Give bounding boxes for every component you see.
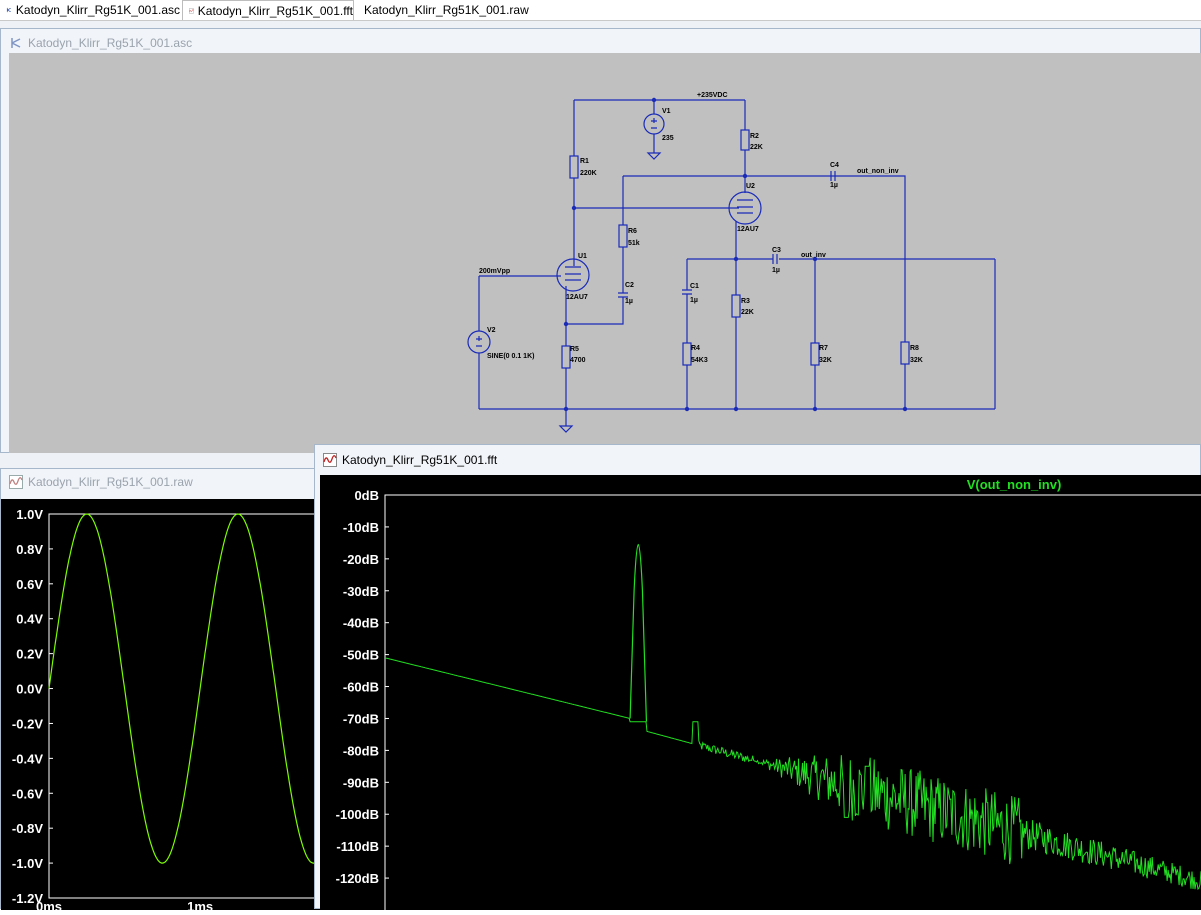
value-r3: 22K <box>741 309 754 316</box>
raw-plot-canvas[interactable]: 1.0V 0.8V 0.6V 0.4V 0.2V 0.0V -0.2V -0.4V -0.6V -… <box>1 499 324 914</box>
window-title-bar[interactable]: Katodyn_Klirr_Rg51K_001.asc <box>1 29 1200 57</box>
y-tick-label: -30dB <box>343 584 379 599</box>
plot-frame <box>384 494 1201 913</box>
schematic-drawing: +235VDC V1 235 R2 22K R1 220K C4 1µ out_… <box>467 92 996 433</box>
label-r6: R6 <box>628 228 637 235</box>
label-v2: V2 <box>487 327 496 334</box>
window-title: Katodyn_Klirr_Rg51K_001.raw <box>28 475 193 489</box>
net-label-out-non-inv: out_non_inv <box>857 168 899 175</box>
value-r8: 32K <box>910 357 923 364</box>
x-tick-label: 1ms <box>187 899 213 910</box>
raw-plot-window[interactable]: Katodyn_Klirr_Rg51K_001.raw 1.0V 0.8V 0.6V… <box>0 468 324 914</box>
y-tick-label: 0.0V <box>16 682 43 697</box>
label-u2: U2 <box>746 183 755 190</box>
value-r5: 4700 <box>570 357 586 364</box>
waveform-icon <box>323 453 337 467</box>
value-r4: 54K3 <box>691 357 708 364</box>
window-title: Katodyn_Klirr_Rg51K_001.asc <box>28 36 193 50</box>
window-title-bar[interactable]: Katodyn_Klirr_Rg51K_001.raw <box>1 469 319 495</box>
y-tick-label: -10dB <box>343 520 379 535</box>
y-tick-label: -0.2V <box>12 716 43 731</box>
value-u1: 12AU7 <box>566 294 588 301</box>
value-r2: 22K <box>750 144 763 151</box>
y-tick-label: -80dB <box>343 743 379 758</box>
label-v1: V1 <box>662 108 671 115</box>
label-c4: C4 <box>830 162 839 169</box>
label-r7: R7 <box>819 345 828 352</box>
label-r1: R1 <box>580 158 589 165</box>
raw-plot: 1.0V 0.8V 0.6V 0.4V 0.2V 0.0V -0.2V -0.4V -0.6V -… <box>12 507 324 914</box>
y-tick-label: -70dB <box>343 711 379 726</box>
value-u2: 12AU7 <box>737 226 759 233</box>
label-r4: R4 <box>691 345 700 352</box>
value-r6: 51k <box>628 240 640 247</box>
document-tab-bar: Katodyn_Klirr_Rg51K_001.asc Katodyn_Klir… <box>0 0 1201 21</box>
schematic-icon <box>6 7 11 13</box>
value-v1: 235 <box>662 135 674 142</box>
y-tick-label: 1.0V <box>16 507 43 522</box>
y-tick-label: -40dB <box>343 616 379 631</box>
label-r8: R8 <box>910 345 919 352</box>
x-tick-label: 0ms <box>36 899 62 910</box>
label-r3: R3 <box>741 298 750 305</box>
y-tick-label: -0.6V <box>12 786 43 801</box>
y-tick-label: -20dB <box>343 552 379 567</box>
tab-label: Katodyn_Klirr_Rg51K_001.asc <box>15 3 180 17</box>
window-title-bar[interactable]: Katodyn_Klirr_Rg51K_001.fft <box>315 445 1200 475</box>
tab-fft[interactable]: Katodyn_Klirr_Rg51K_001.fft <box>182 0 354 20</box>
series-line <box>384 657 1201 891</box>
schematic-window[interactable]: Katodyn_Klirr_Rg51K_001.asc <box>0 28 1201 453</box>
trace-title: V(out_non_inv) <box>967 477 1062 492</box>
value-v2: SINE(0 0.1 1K) <box>487 353 534 360</box>
label-c2: C2 <box>625 282 634 289</box>
waveform-icon <box>189 8 194 13</box>
series-line <box>48 513 322 864</box>
y-tick-label: -90dB <box>343 775 379 790</box>
y-tick-label: -0.4V <box>12 751 43 766</box>
fft-plot: 0dB -10dB -20dB -30dB -40dB -50dB -60dB -70dB -8… <box>336 477 1201 913</box>
value-r7: 32K <box>819 357 832 364</box>
y-tick-label: -1.2V <box>12 891 43 906</box>
label-r2: R2 <box>750 133 759 140</box>
y-tick-label: -1.0V <box>12 856 43 871</box>
waveform-icon <box>9 475 23 489</box>
value-c4: 1µ <box>830 182 838 189</box>
plot-frame <box>48 513 324 899</box>
value-c3: 1µ <box>772 267 780 274</box>
net-label-input: 200mVpp <box>479 268 510 275</box>
y-tick-label: 0dB <box>354 488 379 503</box>
y-tick-label: -120dB <box>336 871 379 886</box>
tab-label: Katodyn_Klirr_Rg51K_001.raw <box>364 3 529 17</box>
fft-plot-window[interactable]: Katodyn_Klirr_Rg51K_001.fft 0dB -10dB -20d… <box>314 444 1201 913</box>
net-label-out-inv: out_inv <box>801 252 826 259</box>
y-tick-label: -50dB <box>343 648 379 663</box>
y-tick-label: -60dB <box>343 680 379 695</box>
tab-schematic[interactable]: Katodyn_Klirr_Rg51K_001.asc <box>0 0 180 20</box>
net-label-supply: +235VDC <box>697 92 728 99</box>
y-tick-label: 0.6V <box>16 577 43 592</box>
window-title: Katodyn_Klirr_Rg51K_001.fft <box>342 453 498 467</box>
y-tick-label: 0.2V <box>16 647 43 662</box>
y-tick-label: 0.8V <box>16 542 43 557</box>
schematic-canvas[interactable]: +235VDC V1 235 R2 22K R1 220K C4 1µ out_… <box>9 53 1201 453</box>
label-c1: C1 <box>690 283 699 290</box>
label-c3: C3 <box>772 247 781 254</box>
fundamental-peak <box>629 543 648 722</box>
schematic-icon <box>11 38 21 48</box>
tab-label: Katodyn_Klirr_Rg51K_001.fft <box>197 3 353 18</box>
y-tick-label: -110dB <box>336 839 379 854</box>
fft-plot-canvas[interactable]: 0dB -10dB -20dB -30dB -40dB -50dB -60dB -70dB -8… <box>320 475 1201 913</box>
value-c2: 1µ <box>625 298 633 305</box>
value-c1: 1µ <box>690 297 698 304</box>
y-tick-label: 0.4V <box>16 612 43 627</box>
tab-raw[interactable]: Katodyn_Klirr_Rg51K_001.raw <box>354 0 529 20</box>
y-tick-label: -0.8V <box>12 821 43 836</box>
label-r5: R5 <box>570 346 579 353</box>
value-r1: 220K <box>580 170 597 177</box>
y-tick-label: -100dB <box>336 807 379 822</box>
label-u1: U1 <box>578 253 587 260</box>
